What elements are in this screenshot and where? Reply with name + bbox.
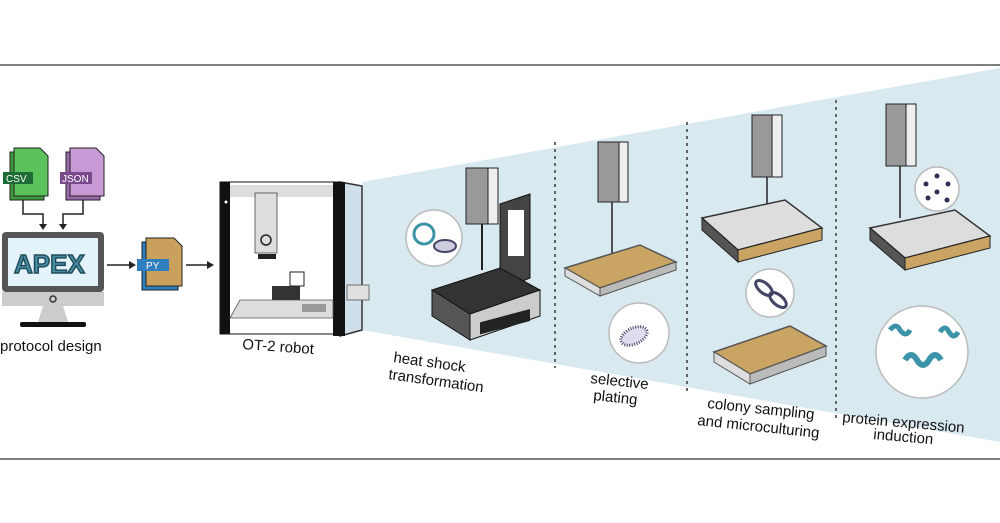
- json-file-icon: JSON: [60, 147, 105, 201]
- monitor-icon: APEX: [2, 232, 104, 327]
- arrow-csv: [22, 200, 44, 226]
- label-plating: plating: [593, 387, 639, 409]
- csv-file-icon: CSV: [3, 147, 49, 201]
- colony-sampling-illustration: [700, 114, 828, 385]
- label-ot2-robot: OT-2 robot: [242, 336, 316, 358]
- json-label: JSON: [62, 174, 89, 185]
- apex-logo: APEX: [14, 249, 85, 279]
- py-file-icon: PY: [137, 237, 183, 291]
- label-induction: induction: [873, 426, 934, 448]
- heat-shock-illustration: [405, 167, 542, 341]
- csv-label: CSV: [6, 174, 27, 185]
- py-label: PY: [146, 261, 160, 272]
- protein-expression-illustration: [868, 103, 992, 399]
- ot2-robot-illustration: [219, 181, 370, 337]
- process-wedge: [362, 68, 1000, 442]
- selective-plating-illustration: [563, 141, 678, 364]
- arrow-json: [62, 200, 84, 226]
- label-selective: selective: [590, 370, 650, 393]
- label-protocol-design: protocol design: [0, 338, 102, 355]
